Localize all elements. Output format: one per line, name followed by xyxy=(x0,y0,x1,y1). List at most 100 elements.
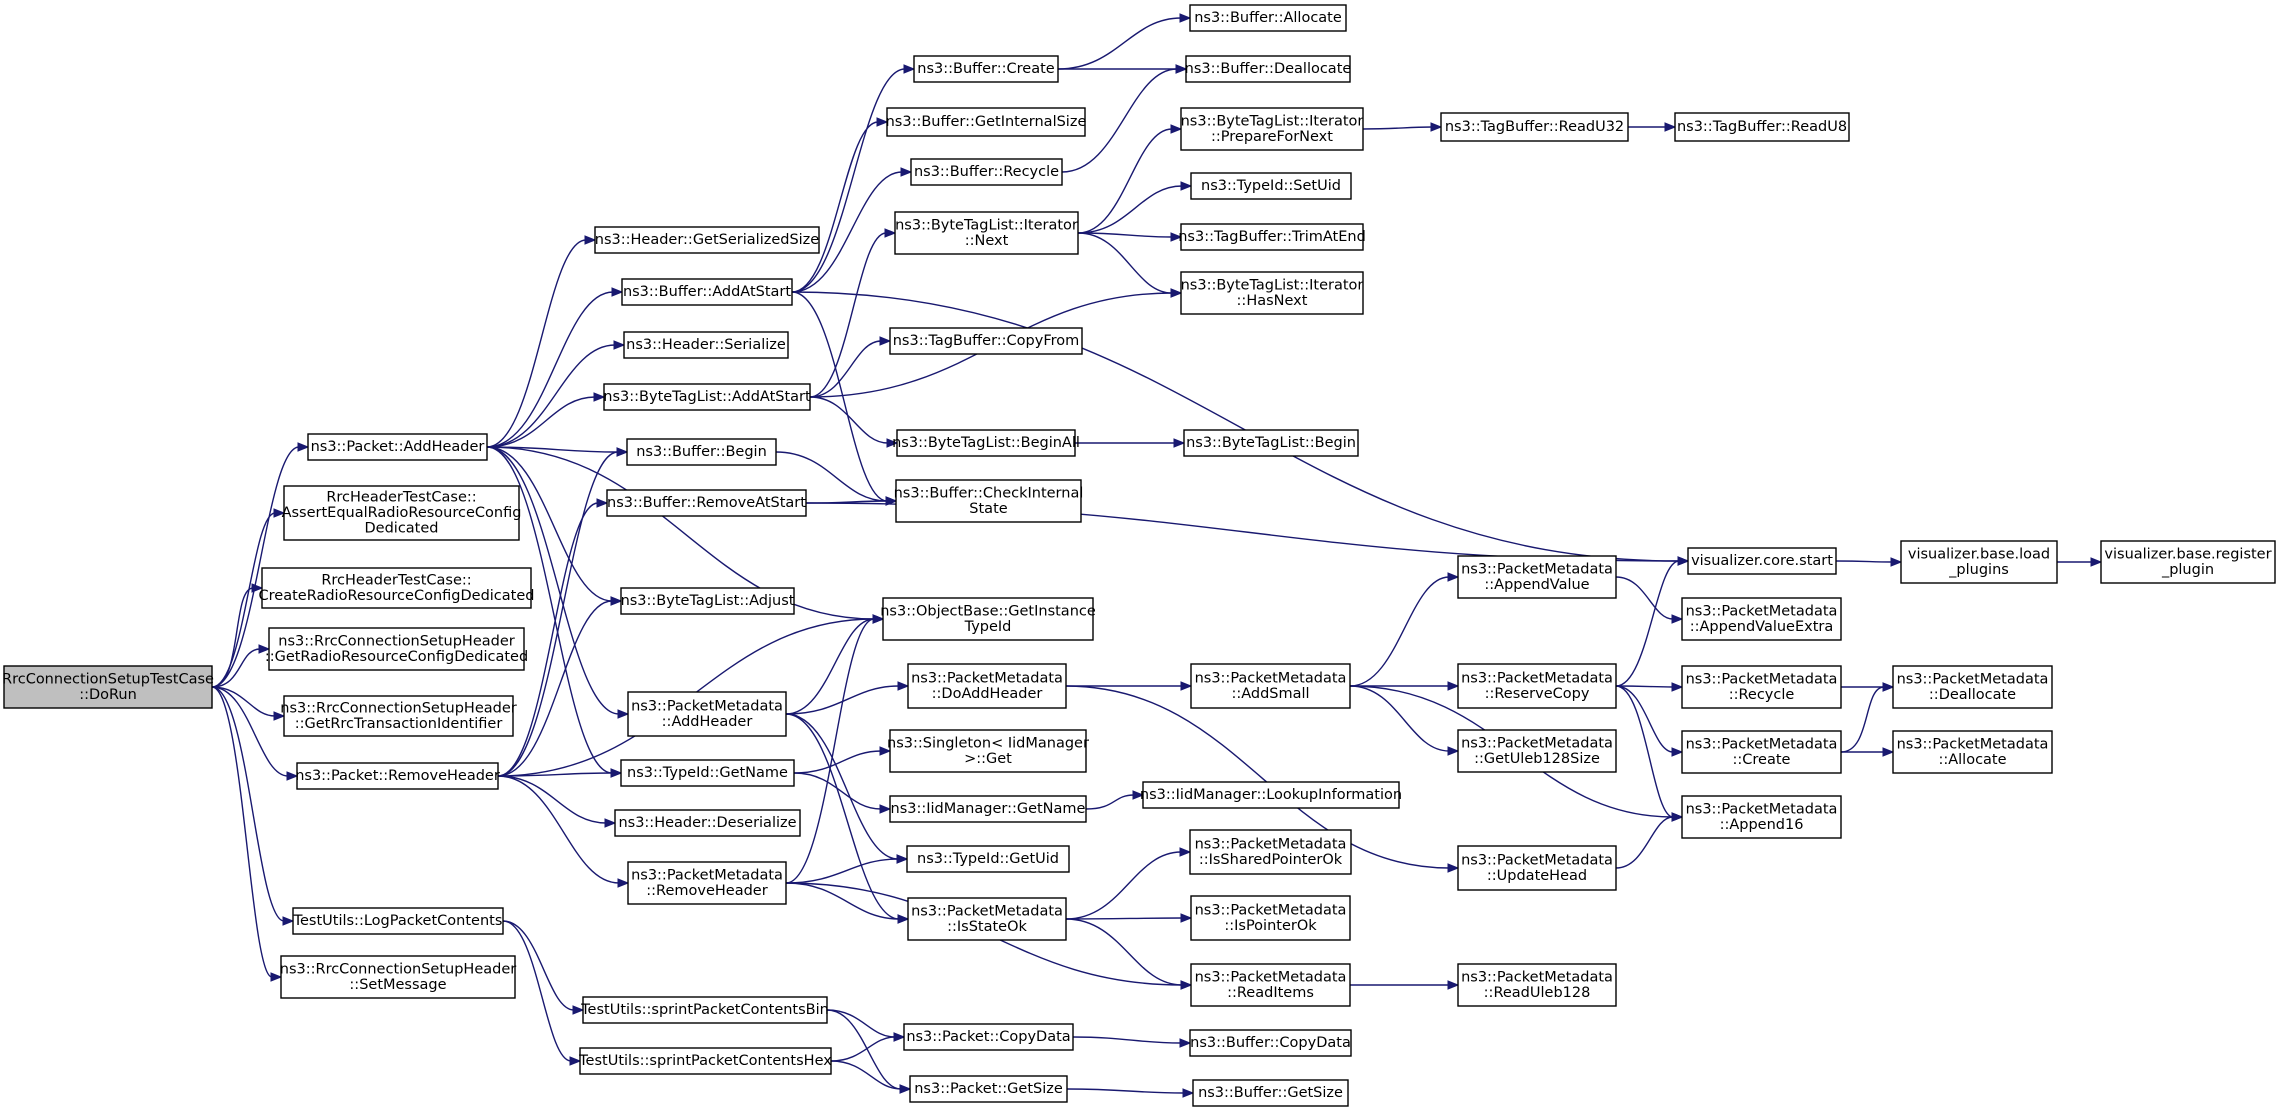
arrowhead xyxy=(884,228,897,238)
edge-pktgetsize-to-bufgetsize xyxy=(1066,1088,1195,1098)
node-bufdeallocate[interactable]: ns3::Buffer::Deallocate xyxy=(1185,55,1352,83)
node-addheader[interactable]: ns3::Packet::AddHeader xyxy=(307,433,488,461)
node-bufgetsize[interactable]: ns3::Buffer::GetSize xyxy=(1192,1079,1349,1107)
node-bufcreate[interactable]: ns3::Buffer::Create xyxy=(913,55,1059,83)
arrowhead xyxy=(1882,682,1895,692)
node-typeidsetuid[interactable]: ns3::TypeId::SetUid xyxy=(1190,172,1352,200)
node-removeheader[interactable]: ns3::Packet::RemoveHeader xyxy=(295,762,500,790)
node-sprintbin[interactable]: TestUtils::sprintPacketContentsBin xyxy=(580,996,829,1024)
node-box xyxy=(280,955,516,999)
node-getserialized[interactable]: ns3::Header::GetSerializedSize xyxy=(594,226,820,254)
node-tbreadu32[interactable]: ns3::TagBuffer::ReadU32 xyxy=(1440,112,1629,142)
node-label: ns3::TypeId::GetUid xyxy=(917,851,1059,867)
node-hdrdeserialize[interactable]: ns3::Header::Deserialize xyxy=(614,809,801,837)
node-btlbegin[interactable]: ns3::ByteTagList::Begin xyxy=(1183,429,1359,457)
arrowhead xyxy=(596,498,609,508)
node-addatstart[interactable]: ns3::Buffer::AddAtStart xyxy=(621,278,793,306)
node-pmaddsmall[interactable]: ns3::PacketMetadata::AddSmall xyxy=(1190,663,1351,709)
node-pmdeallocate[interactable]: ns3::PacketMetadata::Deallocate xyxy=(1892,665,2053,709)
node-iidlookup[interactable]: ns3::IidManager::LookupInformation xyxy=(1140,781,1402,809)
node-tbcopyfrom[interactable]: ns3::TagBuffer::CopyFrom xyxy=(889,327,1083,355)
node-label: _plugins xyxy=(1948,562,2009,578)
node-pmcreate[interactable]: ns3::PacketMetadata::Create xyxy=(1681,730,1842,774)
arrowhead xyxy=(616,447,629,457)
node-label: ns3::RrcConnectionSetupHeader xyxy=(280,961,517,977)
edge-line xyxy=(1349,576,1450,687)
node-pmissharedptr[interactable]: ns3::PacketMetadata::IsSharedPointerOk xyxy=(1189,829,1352,875)
node-label: ns3::Buffer::CheckInternal xyxy=(894,485,1084,501)
edge-pmcreate-to-pmallocate xyxy=(1841,747,1895,757)
arrowhead xyxy=(1677,556,1690,566)
node-btlhasnext[interactable]: ns3::ByteTagList::Iterator::HasNext xyxy=(1180,271,1364,315)
node-pmallocate[interactable]: ns3::PacketMetadata::Allocate xyxy=(1892,730,2053,774)
arrowhead xyxy=(617,709,630,719)
node-btlprepare[interactable]: ns3::ByteTagList::Iterator::PrepareForNe… xyxy=(1180,107,1364,151)
node-pmisstateok[interactable]: ns3::PacketMetadata::IsStateOk xyxy=(907,897,1067,941)
node-pmreaditems[interactable]: ns3::PacketMetadata::ReadItems xyxy=(1190,963,1351,1007)
edge-line xyxy=(486,344,616,448)
node-hdrserialize[interactable]: ns3::Header::Serialize xyxy=(623,331,789,359)
edge-line xyxy=(497,502,599,777)
node-label: ns3::Buffer::Allocate xyxy=(1194,10,1342,26)
node-getradio[interactable]: ns3::RrcConnectionSetupHeader::GetRadioR… xyxy=(265,627,528,671)
node-pmappendvalueextra[interactable]: ns3::PacketMetadata::AppendValueExtra xyxy=(1681,597,1842,641)
node-pmispointer[interactable]: ns3::PacketMetadata::IsPointerOk xyxy=(1190,895,1351,941)
node-vizcorestart[interactable]: visualizer.core.start xyxy=(1687,547,1837,575)
node-pmdoaddheader[interactable]: ns3::PacketMetadata::DoAddHeader xyxy=(907,663,1067,709)
node-box xyxy=(1190,172,1352,200)
node-label: ::GetRadioResourceConfigDedicated xyxy=(265,649,528,665)
node-btladdatstart[interactable]: ns3::ByteTagList::AddAtStart xyxy=(603,383,811,411)
node-bufallocate[interactable]: ns3::Buffer::Allocate xyxy=(1189,4,1347,32)
node-pmremoveheader[interactable]: ns3::PacketMetadata::RemoveHeader xyxy=(627,861,787,905)
node-pmreservecopy[interactable]: ns3::PacketMetadata::ReserveCopy xyxy=(1457,663,1617,709)
node-label: ns3::ByteTagList::AddAtStart xyxy=(603,389,811,405)
arrowhead xyxy=(613,340,626,350)
node-pmupdatehead[interactable]: ns3::PacketMetadata::UpdateHead xyxy=(1457,845,1617,891)
node-pmrecycle[interactable]: ns3::PacketMetadata::Recycle xyxy=(1681,665,1842,709)
node-tbreadu8[interactable]: ns3::TagBuffer::ReadU8 xyxy=(1674,112,1850,142)
node-btladjust[interactable]: ns3::ByteTagList::Adjust xyxy=(620,587,795,615)
node-setmessage[interactable]: ns3::RrcConnectionSetupHeader::SetMessag… xyxy=(280,955,517,999)
arrowhead xyxy=(297,442,310,452)
node-btliternext[interactable]: ns3::ByteTagList::Iterator::Next xyxy=(894,211,1079,255)
node-btlbeginall[interactable]: ns3::ByteTagList::BeginAll xyxy=(892,429,1080,457)
node-bufrecycle[interactable]: ns3::Buffer::Recycle xyxy=(910,158,1063,186)
node-vizloadplugins[interactable]: visualizer.base.load_plugins xyxy=(1900,540,2058,584)
node-assertequal[interactable]: RrcHeaderTestCase::AssertEqualRadioResou… xyxy=(282,485,522,541)
node-pmappend16[interactable]: ns3::PacketMetadata::Append16 xyxy=(1681,795,1842,839)
node-pmreaduleb[interactable]: ns3::PacketMetadata::ReadUleb128 xyxy=(1457,963,1617,1007)
node-singletonget[interactable]: ns3::Singleton< IidManager >::Get xyxy=(887,729,1089,773)
node-iidgetname[interactable]: ns3::IidManager::GetName xyxy=(889,795,1087,823)
node-dorun[interactable]: RrcConnectionSetupTestCase::DoRun xyxy=(2,665,214,709)
node-bufbegin[interactable]: ns3::Buffer::Begin xyxy=(626,438,777,466)
arrowhead xyxy=(1447,746,1460,756)
node-typeidgetname[interactable]: ns3::TypeId::GetName xyxy=(620,759,795,787)
node-bufcopydata[interactable]: ns3::Buffer::CopyData xyxy=(1189,1029,1352,1057)
node-pmappendvalue[interactable]: ns3::PacketMetadata::AppendValue xyxy=(1457,555,1617,599)
node-pmgetuleb[interactable]: ns3::PacketMetadata::GetUleb128Size xyxy=(1457,729,1617,773)
edge-dorun-to-addheader xyxy=(211,442,310,688)
node-logpacket[interactable]: TestUtils::LogPacketContents xyxy=(292,907,504,935)
node-createradio[interactable]: RrcHeaderTestCase::CreateRadioResourceCo… xyxy=(259,567,535,609)
arrowhead xyxy=(897,914,910,924)
edge-line xyxy=(785,618,875,884)
edge-line xyxy=(486,446,875,620)
edge-addheader-to-hdrserialize xyxy=(486,340,626,448)
node-box xyxy=(606,489,807,517)
node-vizregister[interactable]: visualizer.base.register_plugin xyxy=(2100,540,2276,584)
node-getinternalsize[interactable]: ns3::Buffer::GetInternalSize xyxy=(886,107,1087,137)
node-pmaddheader[interactable]: ns3::PacketMetadata::AddHeader xyxy=(627,691,787,737)
edge-sprinthex-to-pktcopydata xyxy=(830,1032,906,1062)
node-removeatstart[interactable]: ns3::Buffer::RemoveAtStart xyxy=(606,489,807,517)
node-typeidgetuid[interactable]: ns3::TypeId::GetUid xyxy=(906,845,1070,873)
node-pktcopydata[interactable]: ns3::Packet::CopyData xyxy=(903,1023,1074,1051)
node-pktgetsize[interactable]: ns3::Packet::GetSize xyxy=(909,1075,1068,1103)
edge-pmcreate-to-pmdeallocate xyxy=(1840,682,1895,753)
node-box xyxy=(1681,665,1842,709)
node-tbtrimatend[interactable]: ns3::TagBuffer::TrimAtEnd xyxy=(1178,223,1366,251)
node-label: ns3::ObjectBase::GetInstance xyxy=(880,603,1096,619)
node-sprinthex[interactable]: TestUtils::sprintPacketContentsHex xyxy=(578,1047,832,1075)
node-getrrc[interactable]: ns3::RrcConnectionSetupHeader::GetRrcTra… xyxy=(280,695,517,737)
